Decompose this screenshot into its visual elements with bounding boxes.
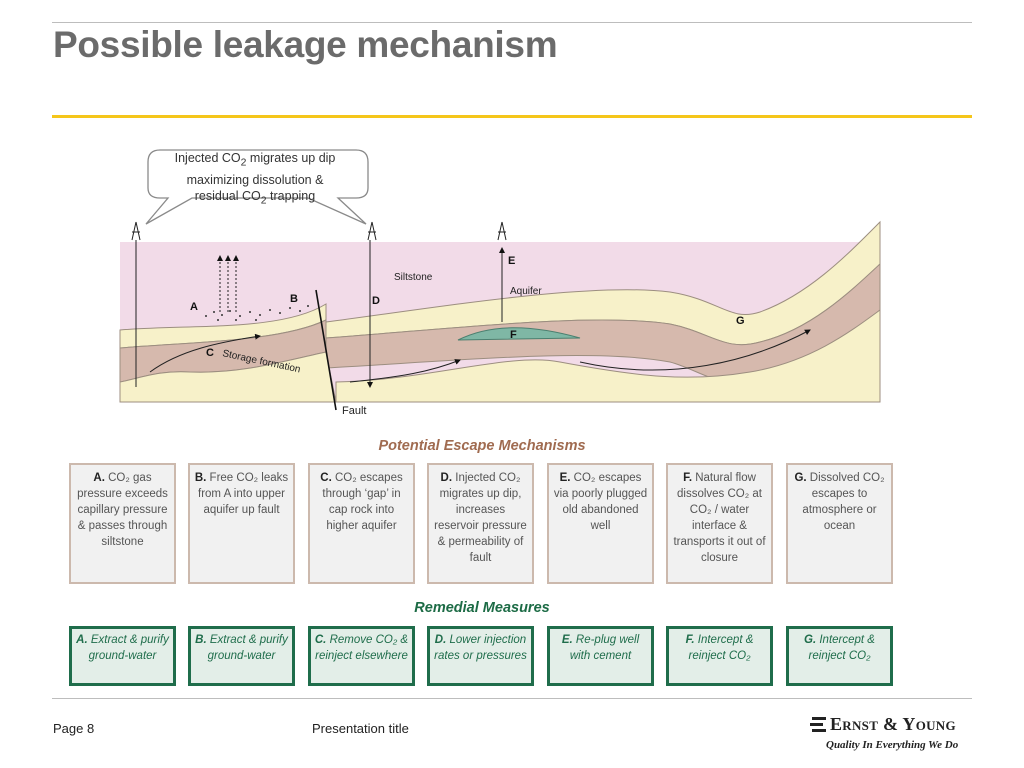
mechanism-d-box: D. Injected CO₂ migrates up dip, increas… — [427, 463, 534, 584]
remedy-d-box: D. Lower injection rates or pressures — [427, 626, 534, 686]
ey-tagline: Quality In Everything We Do — [826, 739, 959, 751]
flow-arrow-lower — [349, 359, 461, 383]
ey-bars-icon — [810, 717, 826, 732]
lower-right-layer — [335, 309, 881, 403]
co2-rising-arrows — [217, 255, 239, 312]
mechanism-c-box: C. CO₂ escapes through ‘gap’ in cap rock… — [308, 463, 415, 584]
remedy-e-box: E. Re-plug well with cement — [547, 626, 654, 686]
label-a: A — [190, 301, 198, 313]
label-f: F — [510, 329, 517, 341]
mechanism-g-box: G. Dissolved CO₂ escapes to atmosphere o… — [786, 463, 893, 584]
mechanism-f-box: F. Natural flow dissolves CO₂ at CO₂ / w… — [666, 463, 773, 584]
title-underline — [52, 115, 972, 118]
label-siltstone: Siltstone — [394, 272, 433, 283]
well-e — [497, 221, 507, 322]
page-number: Page 8 — [53, 721, 95, 736]
co2-trap-f — [457, 327, 581, 341]
lower-storage-layer — [119, 351, 337, 403]
mechanism-b-box: B. Free CO₂ leaks from A into upper aqui… — [188, 463, 295, 584]
well-left — [131, 221, 141, 387]
remedial-measures-heading: Remedial Measures — [414, 600, 550, 616]
remedy-a-box: A. Extract & purify ground-water — [69, 626, 176, 686]
flow-arrow-g — [579, 329, 811, 371]
ernst-young-logo: Ernst & Young Quality In Everything We D… — [800, 712, 980, 758]
mechanism-e-box: E. CO₂ escapes via poorly plugged old ab… — [547, 463, 654, 584]
label-d: D — [372, 295, 380, 307]
presentation-title: Presentation title — [312, 721, 409, 736]
well-d — [367, 221, 377, 388]
remedy-c-box: C. Remove CO₂ & reinject elsewhere — [308, 626, 415, 686]
escape-mechanisms-heading: Potential Escape Mechanisms — [378, 438, 586, 454]
callout-bubble — [145, 149, 369, 225]
callout-line-2: maximizing dissolution & — [186, 172, 324, 187]
label-c: C — [206, 347, 214, 359]
callout-line-1: Injected CO2 migrates up dip — [174, 151, 336, 169]
label-aquifer: Aquifer — [510, 286, 542, 297]
co2-bubbles — [205, 305, 309, 321]
slide-title: Possible leakage mechanism — [53, 24, 558, 65]
fault-line — [315, 289, 337, 411]
label-fault: Fault — [342, 405, 366, 417]
top-divider — [52, 22, 972, 23]
flow-arrow-c — [149, 333, 261, 373]
remedy-b-box: B. Extract & purify ground-water — [188, 626, 295, 686]
remedy-g-box: G. Intercept & reinject CO₂ — [786, 626, 893, 686]
geology-cross-section: Siltstone Aquifer Storage formation Faul… — [119, 220, 881, 417]
ey-brand-name: Ernst & Young — [830, 714, 956, 734]
label-g: G — [736, 315, 745, 327]
footer-divider — [52, 698, 972, 699]
mechanism-a-box: A. CO₂ gas pressure exceeds capillary pr… — [69, 463, 176, 584]
label-e: E — [508, 255, 515, 267]
callout-line-3: residual CO2 trapping — [194, 188, 316, 207]
remedy-f-box: F. Intercept & reinject CO₂ — [666, 626, 773, 686]
callout-text: Injected CO2 migrates up dip maximizing … — [150, 150, 360, 209]
label-b: B — [290, 293, 298, 305]
